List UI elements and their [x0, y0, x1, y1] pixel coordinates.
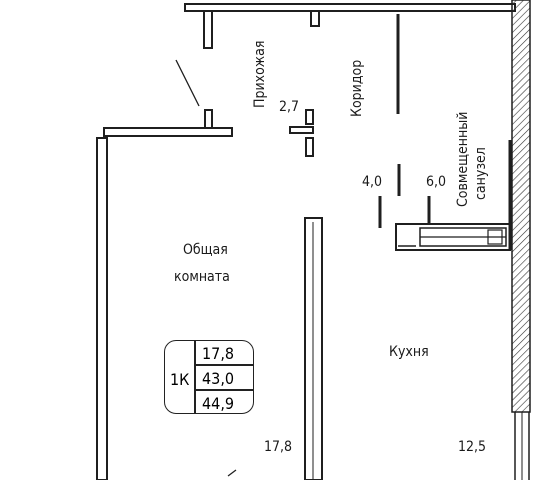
badge-total-area: 43,0 — [202, 369, 235, 388]
entry-walls — [175, 10, 320, 157]
wall-living — [96, 127, 323, 480]
wall-top — [184, 3, 516, 12]
room-name-bathroom-line1: Совмещенный — [455, 111, 471, 207]
room-name-kitchen: Кухня — [389, 344, 429, 360]
room-area-entry: 2,7 — [279, 99, 300, 115]
badge-room-count: 1К — [170, 370, 190, 389]
room-area-living: 17,8 — [264, 439, 293, 455]
badge-living-area: 17,8 — [202, 344, 235, 363]
room-area-bathroom: 6,0 — [426, 174, 447, 190]
room-name-corridor: Коридор — [349, 59, 365, 117]
room-name-living-line1: Общая — [183, 242, 228, 258]
badge-total-with-balcony: 44,9 — [202, 394, 235, 413]
room-name-bathroom-line2: санузел — [473, 147, 489, 200]
area-summary-badge: 1К 17,8 43,0 44,9 — [164, 340, 254, 414]
bathtub — [395, 223, 511, 251]
badge-divider — [194, 364, 254, 366]
wall-corridor — [378, 14, 512, 250]
room-name-entry: Прихожая — [252, 40, 268, 108]
room-area-kitchen: 12,5 — [458, 439, 487, 455]
badge-frame — [164, 340, 254, 414]
room-area-corridor: 4,0 — [362, 174, 383, 190]
badge-divider — [194, 340, 196, 414]
wall-right-exterior — [511, 0, 531, 480]
room-name-living-line2: комната — [174, 269, 230, 285]
badge-divider — [194, 389, 254, 391]
